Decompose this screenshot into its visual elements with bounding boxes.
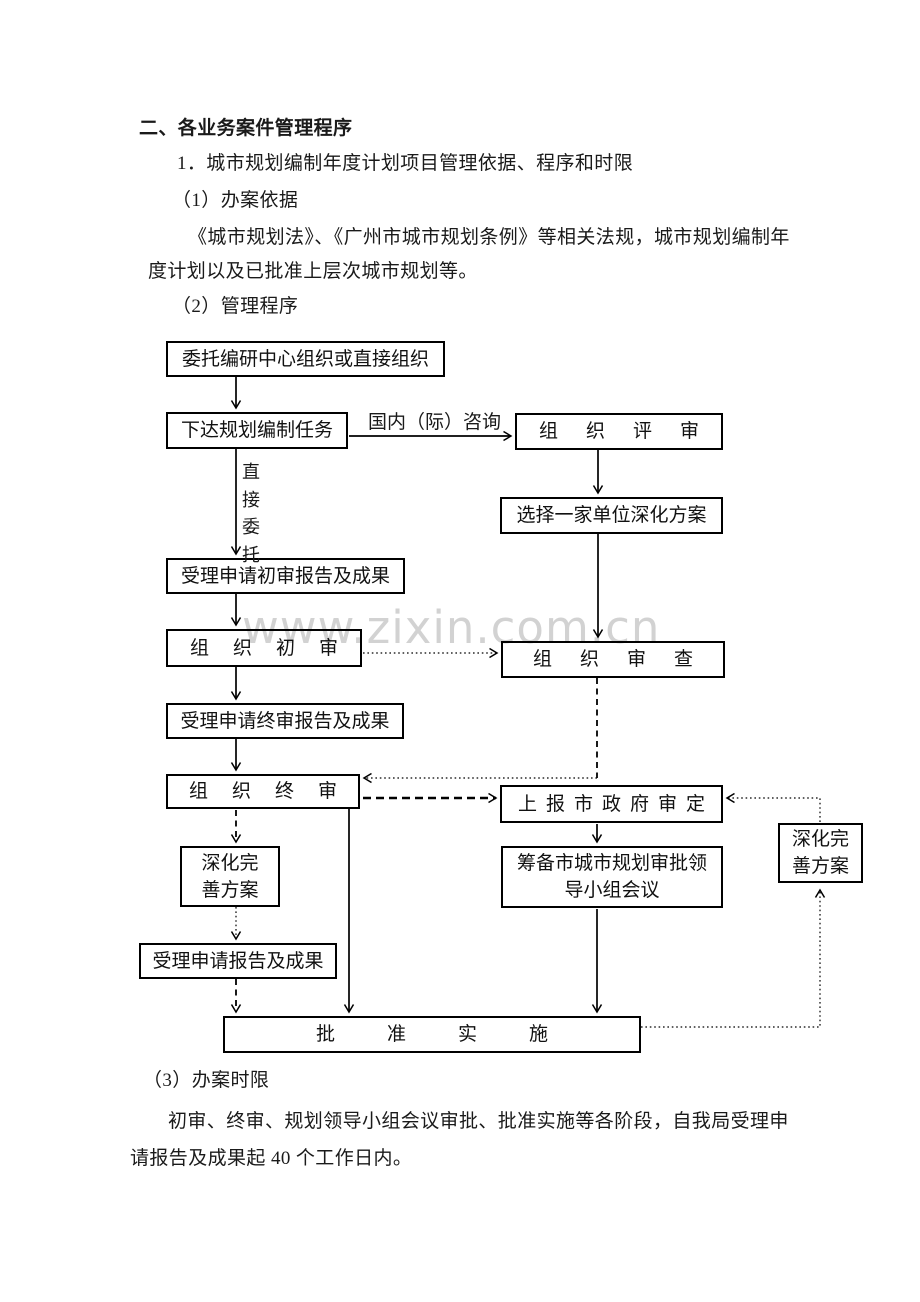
node-accept-report: 受理申请报告及成果 [139, 943, 337, 979]
node-refine-plan-right: 深化完 善方案 [778, 823, 863, 883]
node-report-government: 上报市政府审定 [500, 785, 723, 823]
node-refine-plan-left: 深化完 善方案 [180, 846, 280, 907]
node-refine-plan-left-line2: 善方案 [201, 879, 259, 901]
node-refine-plan-left-line1: 深化完 [201, 852, 259, 874]
node-accept-final-label: 受理申请终审报告及成果 [180, 710, 390, 732]
node-initial-review-label: 组织初审 [190, 637, 363, 659]
node-initial-review: 组织初审 [166, 629, 362, 667]
paragraph-procedure-title: （2）管理程序 [172, 296, 299, 317]
paragraph-basis-line2: 度计划以及已批准上层次城市规划等。 [148, 261, 478, 282]
paragraph-basis-line1: 《城市规划法》、《广州市城市规划条例》等相关法规，城市规划编制年 [188, 227, 790, 248]
node-organize-review-label: 组织评审 [539, 421, 728, 442]
paragraph-timelimit-line2: 请报告及成果起 40 个工作日内。 [130, 1148, 413, 1169]
node-select-unit-label: 选择一家单位深化方案 [516, 505, 707, 526]
node-organize-examine: 组织审查 [501, 641, 725, 678]
edge-implement-to-refine-right-dotted [641, 888, 826, 1028]
node-prepare-meeting-line1: 筹备市城市规划审批领 [516, 853, 707, 874]
node-accept-initial: 受理申请初审报告及成果 [166, 558, 405, 594]
node-approve-implement-label: 批准实施 [315, 1024, 600, 1045]
node-final-review-label: 组织终审 [189, 781, 362, 802]
paragraph-timelimit-title: （3）办案时限 [143, 1070, 270, 1091]
paragraph-basis-title: （1）办案依据 [172, 190, 299, 211]
section-heading: 二、各业务案件管理程序 [139, 118, 353, 139]
node-select-unit: 选择一家单位深化方案 [500, 497, 723, 534]
node-organize-review: 组织评审 [515, 413, 723, 450]
node-accept-report-label: 受理申请报告及成果 [152, 950, 324, 972]
edge-label-direct-entrust: 直接委托 [242, 462, 260, 565]
node-approve-implement: 批准实施 [223, 1016, 641, 1053]
node-accept-final: 受理申请终审报告及成果 [166, 703, 404, 739]
edge-refine-right-to-report-dotted [725, 792, 821, 822]
edge-label-consult: 国内（际）咨询 [368, 412, 502, 433]
node-prepare-meeting: 筹备市城市规划审批领 导小组会议 [501, 846, 723, 908]
node-entrust: 委托编研中心组织或直接组织 [166, 341, 445, 377]
node-assign-task: 下达规划编制任务 [166, 412, 348, 449]
node-refine-plan-right-line1: 深化完 [791, 829, 849, 850]
node-prepare-meeting-line2: 导小组会议 [564, 880, 660, 901]
node-organize-examine-label: 组织审查 [532, 649, 721, 670]
paragraph-item-title: 1．城市规划编制年度计划项目管理依据、程序和时限 [177, 153, 634, 174]
node-report-government-label: 上报市政府审定 [517, 793, 714, 815]
node-entrust-label: 委托编研中心组织或直接组织 [181, 348, 429, 370]
node-final-review: 组织终审 [166, 774, 360, 809]
paragraph-timelimit-line1: 初审、终审、规划领导小组会议审批、批准实施等各阶段，自我局受理申 [168, 1111, 789, 1132]
node-accept-initial-label: 受理申请初审报告及成果 [180, 565, 390, 587]
node-assign-task-label: 下达规划编制任务 [180, 420, 333, 441]
node-refine-plan-right-line2: 善方案 [791, 856, 849, 877]
